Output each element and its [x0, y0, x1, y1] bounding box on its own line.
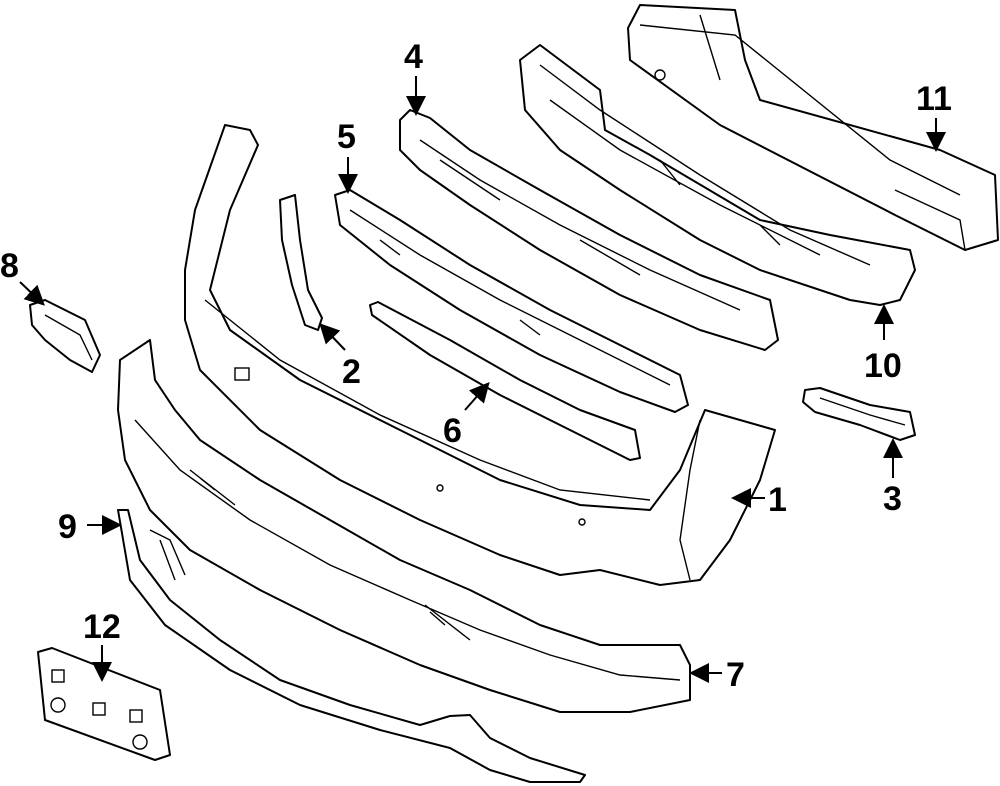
svg-text:8: 8 [0, 247, 19, 285]
svg-text:5: 5 [337, 118, 356, 156]
part-lower-absorber[interactable] [334, 189, 689, 413]
svg-text:1: 1 [768, 481, 787, 519]
svg-text:12: 12 [83, 608, 121, 646]
part-molding[interactable] [369, 301, 641, 461]
callout-8: 8 [0, 247, 45, 306]
svg-text:7: 7 [726, 656, 745, 694]
part-left-bracket[interactable] [29, 299, 101, 373]
callout-4: 4 [404, 38, 426, 116]
part-side-strip[interactable] [279, 194, 323, 331]
callout-11: 11 [916, 80, 952, 152]
part-bumper-cover[interactable] [184, 124, 776, 586]
callout-5: 5 [337, 118, 358, 194]
callout-7: 7 [689, 656, 745, 694]
callout-6: 6 [443, 381, 490, 450]
part-upper-bracket[interactable] [399, 109, 779, 351]
callout-3: 3 [883, 438, 903, 518]
callout-1: 1 [731, 481, 787, 519]
svg-text:10: 10 [864, 347, 902, 385]
svg-text:4: 4 [404, 38, 423, 76]
svg-text:6: 6 [443, 412, 462, 450]
callout-10: 10 [864, 304, 902, 385]
svg-text:11: 11 [916, 80, 952, 118]
svg-text:2: 2 [342, 353, 361, 391]
part-reinforcement-beam[interactable] [627, 4, 999, 251]
part-energy-absorber[interactable] [519, 44, 916, 306]
svg-text:9: 9 [58, 508, 77, 546]
callout-2: 2 [319, 323, 361, 391]
part-skid-plate[interactable] [117, 509, 586, 783]
callout-12: 12 [83, 608, 121, 682]
callout-9: 9 [58, 508, 122, 546]
part-license-plate-bracket[interactable] [37, 647, 171, 761]
svg-text:3: 3 [883, 480, 902, 518]
part-right-bracket[interactable] [802, 387, 916, 441]
